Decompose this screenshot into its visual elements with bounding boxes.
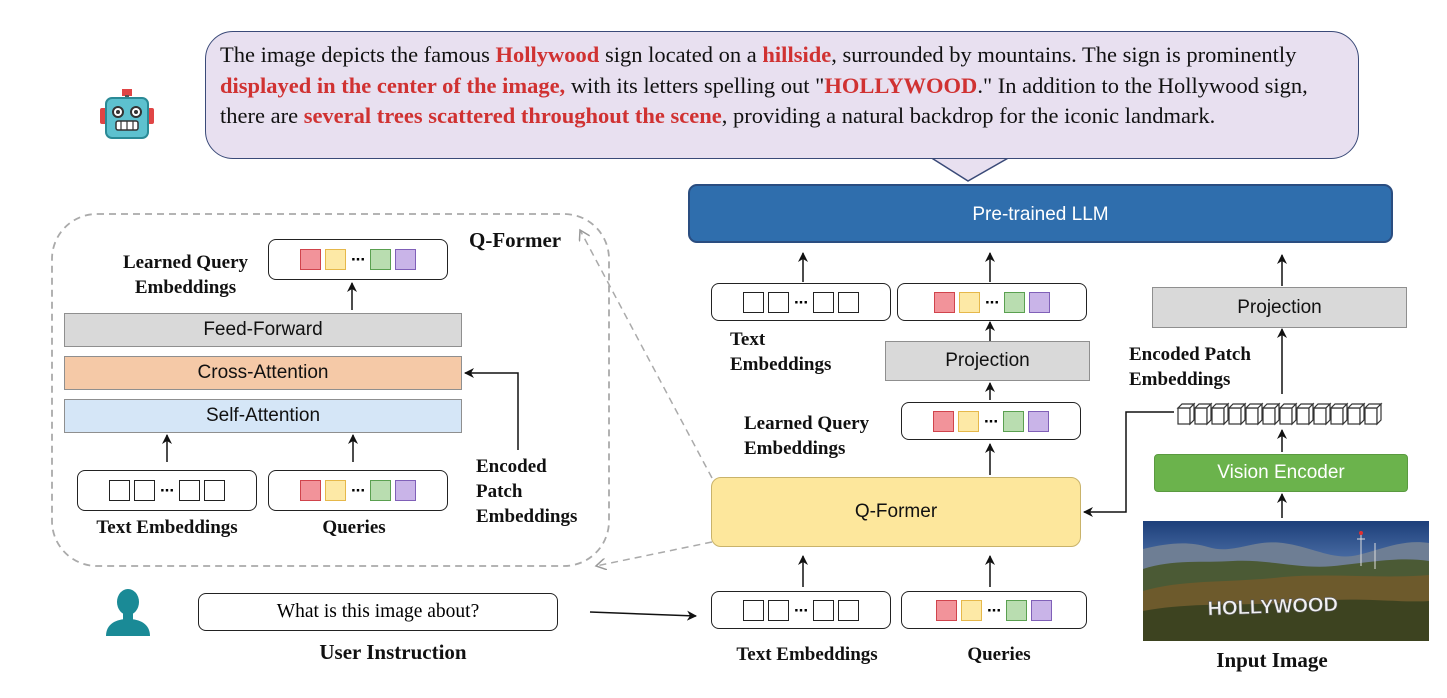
detail-text-embeddings: ··· xyxy=(77,470,257,511)
cross-attention-block: Cross-Attention xyxy=(64,356,462,390)
vision-encoder-block: Vision Encoder xyxy=(1154,454,1408,492)
response-segment: ." In addition to the Hollywood sign, th… xyxy=(220,72,1308,129)
response-highlight: several trees scattered throughout the s… xyxy=(303,103,722,128)
response-highlight: HOLLYWOOD xyxy=(824,72,978,98)
detail-text-embeddings-label: Text Embeddings xyxy=(96,517,238,538)
text-embeddings-top: ··· xyxy=(711,283,891,321)
user-icon xyxy=(106,589,150,636)
projection-right-block: Projection xyxy=(1152,287,1407,328)
learned-query-embeddings: ··· xyxy=(901,402,1081,440)
detail-encoded-patch-label: Encoded Patch Embeddings xyxy=(476,456,578,527)
input-image: HOLLYWOOD xyxy=(1143,521,1429,641)
response-highlight: displayed in the center of the image, xyxy=(220,72,566,98)
detail-queries-label: Queries xyxy=(322,517,386,538)
text-embeddings-top-label: Text Embeddings xyxy=(730,329,832,375)
queries-bottom: ··· xyxy=(901,591,1087,629)
response-bubble: The image depicts the famous Hollywood s… xyxy=(205,31,1359,159)
llm-block: Pre-trained LLM xyxy=(688,184,1393,243)
self-attention-block: Self-Attention xyxy=(64,399,462,433)
qformer-detail-title: Q-Former xyxy=(469,228,562,252)
response-segment: sign located on a xyxy=(599,42,763,67)
projection-mid-block: Projection xyxy=(885,341,1090,381)
qformer-block: Q-Former xyxy=(711,477,1081,547)
input-image-sign: HOLLYWOOD xyxy=(1207,594,1338,621)
patch-cubes xyxy=(1176,402,1383,426)
robot-icon xyxy=(100,89,154,139)
response-highlight: hillside xyxy=(762,42,832,67)
response-segment: , providing a natural backdrop for the i… xyxy=(721,103,1216,128)
response-segment: , surrounded by mountains. The sign is p… xyxy=(831,42,1297,67)
text-embeddings-bottom-label: Text Embeddings xyxy=(736,644,878,665)
feed-forward-block: Feed-Forward xyxy=(64,313,462,347)
text-embeddings-bottom: ··· xyxy=(711,591,891,629)
projected-query-embeddings: ··· xyxy=(897,283,1087,321)
learned-query-label: Learned Query Embeddings xyxy=(744,413,870,459)
input-image-label: Input Image xyxy=(1216,648,1328,672)
response-text: The image depicts the famous Hollywood s… xyxy=(220,42,1308,128)
user-instruction-box: What is this image about? xyxy=(198,593,558,631)
detail-learned-query-label: Learned Query Embeddings xyxy=(122,252,249,298)
response-segment: with its letters spelling out " xyxy=(565,72,825,98)
response-segment: The image depicts the famous xyxy=(220,42,496,67)
detail-queries: ··· xyxy=(268,470,448,511)
response-highlight: Hollywood xyxy=(495,42,600,67)
detail-learned-query-embeddings: ··· xyxy=(268,239,448,280)
user-instruction-label: User Instruction xyxy=(319,640,467,664)
queries-bottom-label: Queries xyxy=(967,644,1031,665)
encoded-patch-label: Encoded Patch Embeddings xyxy=(1129,344,1251,390)
